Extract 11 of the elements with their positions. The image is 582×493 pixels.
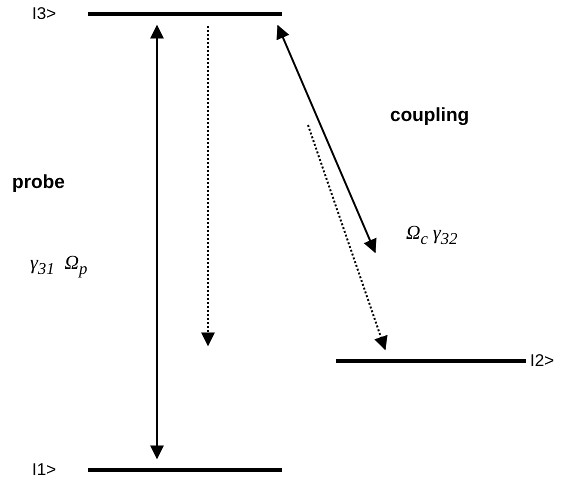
dotted-arrow bbox=[201, 26, 215, 346]
double-arrow bbox=[276, 24, 376, 254]
transition-label: coupling bbox=[390, 105, 470, 127]
dotted-arrow bbox=[307, 124, 388, 350]
level-label: I2> bbox=[530, 351, 554, 371]
double-arrow bbox=[150, 24, 164, 460]
level-label: I3> bbox=[32, 4, 56, 24]
rate-symbols: Ω$_{c}$ γ$_{32}$ bbox=[406, 222, 458, 249]
level-label: I1> bbox=[32, 460, 56, 480]
transition-label: probe bbox=[12, 172, 65, 194]
rate-symbols: γ$_{31}$ Ω$_{p}$ bbox=[30, 252, 88, 279]
